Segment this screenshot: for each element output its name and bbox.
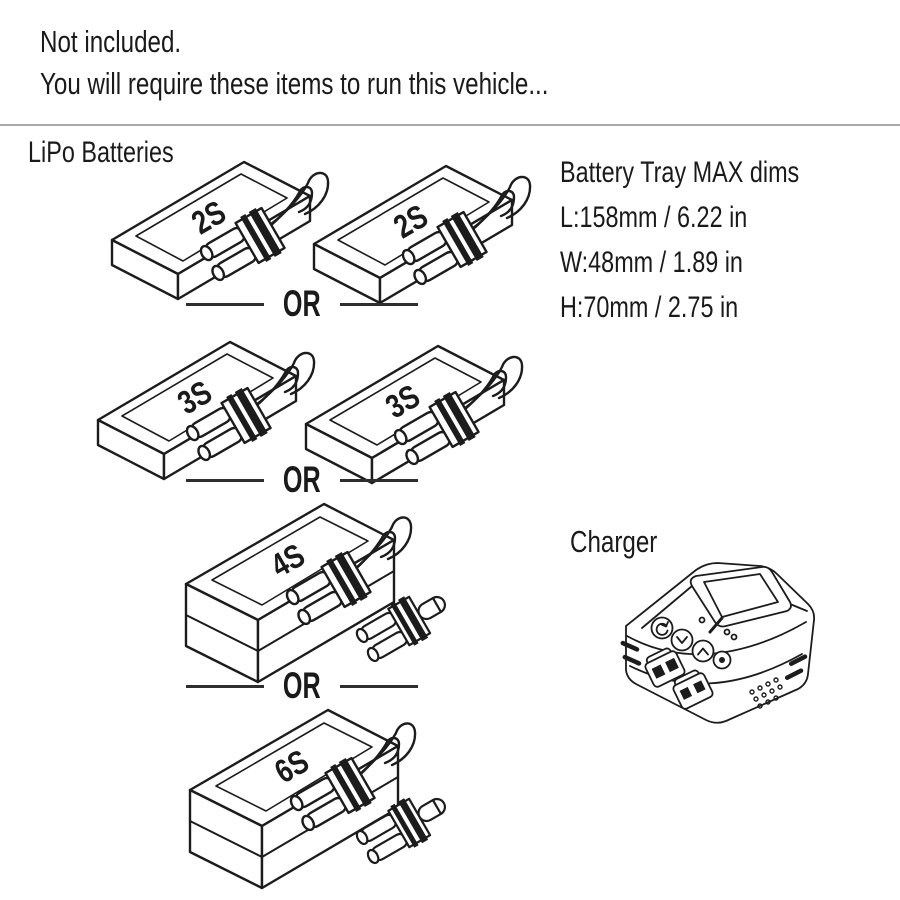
or-label: OR: [283, 665, 321, 706]
or-line-left: [186, 684, 265, 688]
lipo-section: LiPo Batteries: [28, 136, 215, 170]
charger-heading: Charger: [570, 524, 658, 559]
connector-drawing: [352, 781, 452, 870]
or-label: OR: [283, 459, 321, 500]
or-divider: OR: [186, 283, 418, 324]
or-line-right: [339, 302, 418, 306]
tray-height-text: H:70mm / 2.75 in: [560, 291, 739, 324]
or-line-left: [186, 478, 265, 482]
battery-tray-dims-heading: Battery Tray MAX dims: [560, 156, 800, 189]
battery-4s-illustration: 4S: [184, 502, 413, 684]
battery-2s-illustration-right: 2S: [312, 164, 532, 305]
or-line-right: [339, 684, 418, 688]
bullet-connector-illustration: [352, 781, 452, 870]
tray-width-text: W:48mm / 1.89 in: [560, 246, 743, 279]
header-block: Not included.: [40, 24, 221, 60]
charger-drawing: [618, 561, 816, 725]
lipo-batteries-heading: LiPo Batteries: [28, 136, 174, 169]
charger-illustration: [618, 561, 816, 725]
or-divider: OR: [186, 665, 418, 706]
battery-tray-dims-block: Battery Tray MAX dims L:158mm / 6.22 in …: [560, 150, 867, 330]
connector-drawing: [352, 579, 452, 668]
battery-6s-illustration: 6S: [188, 708, 417, 890]
or-line-left: [186, 302, 265, 306]
header-block-line2: You will require these items to run this…: [40, 66, 692, 102]
tray-length-text: L:158mm / 6.22 in: [560, 201, 748, 234]
battery-2s-illustration-left: 2S: [110, 160, 330, 301]
battery-3s-illustration-right: 3S: [304, 344, 524, 485]
or-line-right: [339, 478, 418, 482]
requirements-text: You will require these items to run this…: [40, 66, 549, 101]
charger-section: Charger: [570, 524, 682, 560]
section-divider-line: [0, 124, 900, 126]
or-label: OR: [283, 283, 321, 324]
or-divider: OR: [186, 459, 418, 500]
battery-3s-illustration-left: 3S: [96, 340, 316, 481]
bullet-connector-illustration: [352, 579, 452, 668]
not-included-text: Not included.: [40, 24, 182, 59]
